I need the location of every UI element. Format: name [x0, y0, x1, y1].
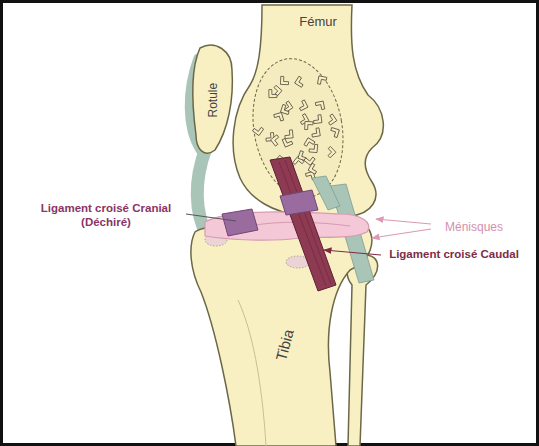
- leader-arrow: [324, 250, 381, 255]
- fibula-bone: [347, 255, 378, 446]
- trabecula: [329, 128, 339, 138]
- trabecula: [326, 114, 337, 125]
- bone-label: Rotule: [206, 83, 220, 118]
- trabecula: [308, 163, 319, 174]
- torn-cranial-ligament: [222, 209, 258, 236]
- caudal-cruciate-ligament: [270, 157, 336, 291]
- trabecula: [271, 135, 282, 146]
- bone-label: Fémur: [299, 14, 337, 30]
- leader-line: [186, 214, 236, 221]
- femur-bone: [233, 5, 383, 216]
- trabecula: [309, 144, 318, 153]
- trabecula: [269, 89, 277, 97]
- ligament-fibres: [279, 160, 331, 286]
- trabecula: [297, 100, 308, 111]
- trabecula: [313, 115, 322, 124]
- ligament-label: Ligament croisé Caudal: [389, 248, 519, 262]
- trabecula: [304, 138, 315, 149]
- trabecula: [317, 76, 326, 85]
- trabecula-texture: [252, 76, 339, 181]
- tibia-bone: [191, 223, 372, 446]
- trabecula: [311, 128, 320, 137]
- trabecula: [284, 130, 293, 139]
- tibia-crest: [238, 300, 266, 446]
- trabecula: [295, 76, 306, 87]
- trabecula: [315, 101, 324, 110]
- trabecula: [274, 112, 284, 122]
- trabecula: [282, 137, 292, 147]
- trabecula: [305, 121, 313, 129]
- patella-bone: [193, 45, 233, 153]
- meniscus-label: Ménisques: [445, 220, 503, 234]
- trabecula: [252, 124, 263, 135]
- bone-label: Tibia: [272, 327, 298, 363]
- leader-arrow: [372, 229, 431, 238]
- trabecula: [281, 104, 291, 114]
- trabecula: [325, 146, 336, 157]
- ligament-label: Ligament croisé Cranial (Déchiré): [31, 202, 181, 230]
- leader-arrow: [376, 219, 431, 224]
- trabecula: [280, 76, 288, 84]
- torn-cranial-ligament: [280, 190, 318, 215]
